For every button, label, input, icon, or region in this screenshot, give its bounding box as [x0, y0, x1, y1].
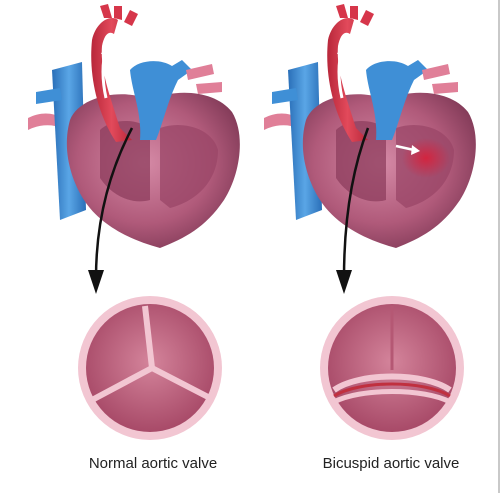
aorta-branch [360, 10, 374, 26]
caption-normal-aortic-valve: Normal aortic valve [48, 455, 258, 472]
aorta-branch [124, 10, 138, 26]
flow-arrow [103, 50, 106, 98]
bicuspid-heart [264, 4, 476, 294]
pulmonary-branch [432, 82, 458, 94]
caption-bicuspid-aortic-valve: Bicuspid aortic valve [286, 455, 496, 472]
bicuspid-valve [320, 296, 464, 440]
normal-valve [78, 296, 222, 440]
pointer-arrow-head [336, 270, 352, 294]
flow-arrow [339, 50, 342, 98]
aorta-branch [100, 4, 112, 18]
turbulent-flow-spot [402, 138, 450, 178]
flow-arrow-head [101, 44, 111, 54]
aorta-branch [336, 4, 348, 18]
aorta-branch [350, 6, 358, 20]
pointer-arrow-head [88, 270, 104, 294]
pulmonary-branch [422, 64, 450, 80]
aorta-branch [114, 6, 122, 20]
normal-heart [28, 4, 240, 294]
pulmonary-branch [186, 64, 214, 80]
pulmonary-branch [196, 82, 222, 94]
flow-arrow-head [337, 44, 347, 54]
